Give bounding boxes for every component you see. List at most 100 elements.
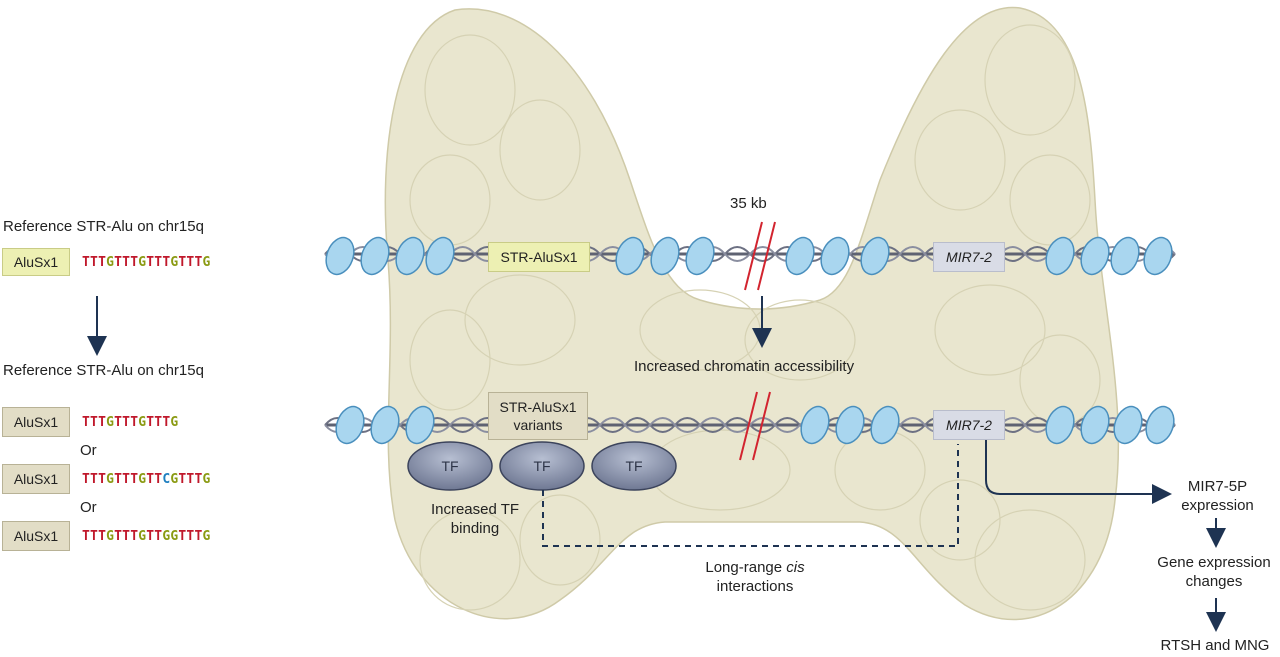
nucleosome — [615, 236, 645, 276]
nucleotide-t: T — [130, 255, 139, 270]
nucleotide-g: G — [170, 255, 179, 270]
str-alusx1-top-box: STR-AluSx1 — [488, 242, 590, 272]
nucleotide-g: G — [170, 529, 179, 544]
nucleotide-t: T — [154, 529, 163, 544]
nucleotide-g: G — [106, 255, 115, 270]
nucleotide-t: T — [98, 472, 107, 487]
mir7-2-top-box: MIR7-2 — [933, 242, 1005, 272]
nucleosome — [325, 236, 355, 276]
nucleotide-g: G — [138, 472, 147, 487]
nucleosome — [395, 236, 425, 276]
nucleosome — [360, 236, 390, 276]
nucleotide-t: T — [162, 255, 171, 270]
nucleotide-t: T — [82, 255, 91, 270]
nucleotide-t: T — [194, 255, 203, 270]
tf-blob — [407, 441, 493, 491]
sequence-variant-1: TTTGTTTGTTTG — [82, 415, 178, 430]
nucleosome — [1110, 236, 1140, 276]
bottom-dna-strand — [324, 417, 1176, 433]
alu-box-variant-1: AluSx1 — [2, 407, 70, 437]
cis-text: cis — [786, 559, 805, 576]
rtsh-mng-label: RTSH and MNG — [1160, 637, 1270, 654]
nucleotide-t: T — [186, 529, 195, 544]
nucleosome — [425, 236, 455, 276]
nucleotide-g: G — [138, 529, 147, 544]
nucleotide-g: G — [162, 529, 171, 544]
nucleosome — [800, 405, 830, 445]
alu-box-reference: AluSx1 — [2, 248, 70, 276]
nucleotide-g: G — [202, 529, 211, 544]
reference-title-bottom: Reference STR-Alu on chr15q — [3, 362, 204, 379]
or-label-1: Or — [80, 442, 97, 459]
nucleotide-t: T — [114, 472, 123, 487]
nucleotide-g: G — [106, 529, 115, 544]
top-nucleosomes — [325, 236, 1173, 276]
alu-box-variant-3: AluSx1 — [2, 521, 70, 551]
nucleosome — [860, 236, 890, 276]
nucleotide-t: T — [122, 255, 131, 270]
nucleotide-t: T — [98, 529, 107, 544]
nucleotide-t: T — [146, 415, 155, 430]
nucleotide-t: T — [90, 255, 99, 270]
nucleotide-t: T — [178, 255, 187, 270]
nucleotide-g: G — [138, 255, 147, 270]
nucleotide-g: G — [138, 415, 147, 430]
nucleotide-t: T — [90, 415, 99, 430]
top-break-mark — [744, 221, 776, 291]
nucleosome — [1113, 405, 1143, 445]
nucleotide-t: T — [154, 472, 163, 487]
nucleotide-t: T — [162, 415, 171, 430]
nucleotide-g: G — [106, 472, 115, 487]
sequence-reference: TTTGTTTGTTTGTTTG — [82, 255, 211, 270]
distance-label: 35 kb — [730, 195, 767, 212]
nucleotide-t: T — [98, 415, 107, 430]
nucleotide-t: T — [130, 529, 139, 544]
long-range-label: Long-range cis interactions — [655, 558, 855, 596]
bottom-break-mark — [739, 391, 771, 461]
nucleosome — [785, 236, 815, 276]
nucleosome — [1145, 405, 1175, 445]
nucleosome — [835, 405, 865, 445]
nucleotide-t: T — [98, 255, 107, 270]
nucleotide-t: T — [90, 472, 99, 487]
tf-label-1: TF — [441, 458, 459, 474]
sequence-variant-2: TTTGTTTGTTCGTTTG — [82, 472, 211, 487]
nucleotide-t: T — [154, 255, 163, 270]
accessibility-label: Increased chromatin accessibility — [634, 358, 855, 375]
nucleotide-t: T — [186, 472, 195, 487]
tf-blob — [591, 441, 677, 491]
nucleotide-t: T — [178, 529, 187, 544]
gene-expression-changes-label: Gene expression changes — [1157, 554, 1271, 590]
nucleosome — [870, 405, 900, 445]
nucleosome — [1143, 236, 1173, 276]
nucleotide-g: G — [202, 472, 211, 487]
nucleotide-t: T — [154, 415, 163, 430]
interactions-text: interactions — [716, 578, 794, 595]
long-range-text: Long-range — [705, 559, 787, 576]
tf-binding-label: Increased TF binding — [430, 501, 520, 537]
bottom-nucleosomes — [335, 405, 1175, 445]
nucleotide-g: G — [202, 255, 211, 270]
nucleotide-t: T — [146, 255, 155, 270]
nucleotide-t: T — [186, 255, 195, 270]
nucleosome — [370, 405, 400, 445]
nucleotide-t: T — [194, 529, 203, 544]
nucleotide-t: T — [194, 472, 203, 487]
transcription-factors — [407, 441, 677, 491]
nucleotide-t: T — [114, 529, 123, 544]
str-alusx1-variants-box: STR-AluSx1 variants — [488, 392, 588, 440]
nucleotide-t: T — [146, 472, 155, 487]
nucleosome — [685, 236, 715, 276]
tf-label-2: TF — [533, 458, 551, 474]
nucleosome — [820, 236, 850, 276]
nucleotide-t: T — [82, 529, 91, 544]
nucleotide-t: T — [178, 472, 187, 487]
mir7-2-bottom-box: MIR7-2 — [933, 410, 1005, 440]
tf-label-3: TF — [625, 458, 643, 474]
sequence-variant-3: TTTGTTTGTTGGTTTG — [82, 529, 211, 544]
nucleosome — [650, 236, 680, 276]
nucleotide-t: T — [122, 415, 131, 430]
nucleotide-t: T — [130, 472, 139, 487]
nucleotide-t: T — [82, 472, 91, 487]
